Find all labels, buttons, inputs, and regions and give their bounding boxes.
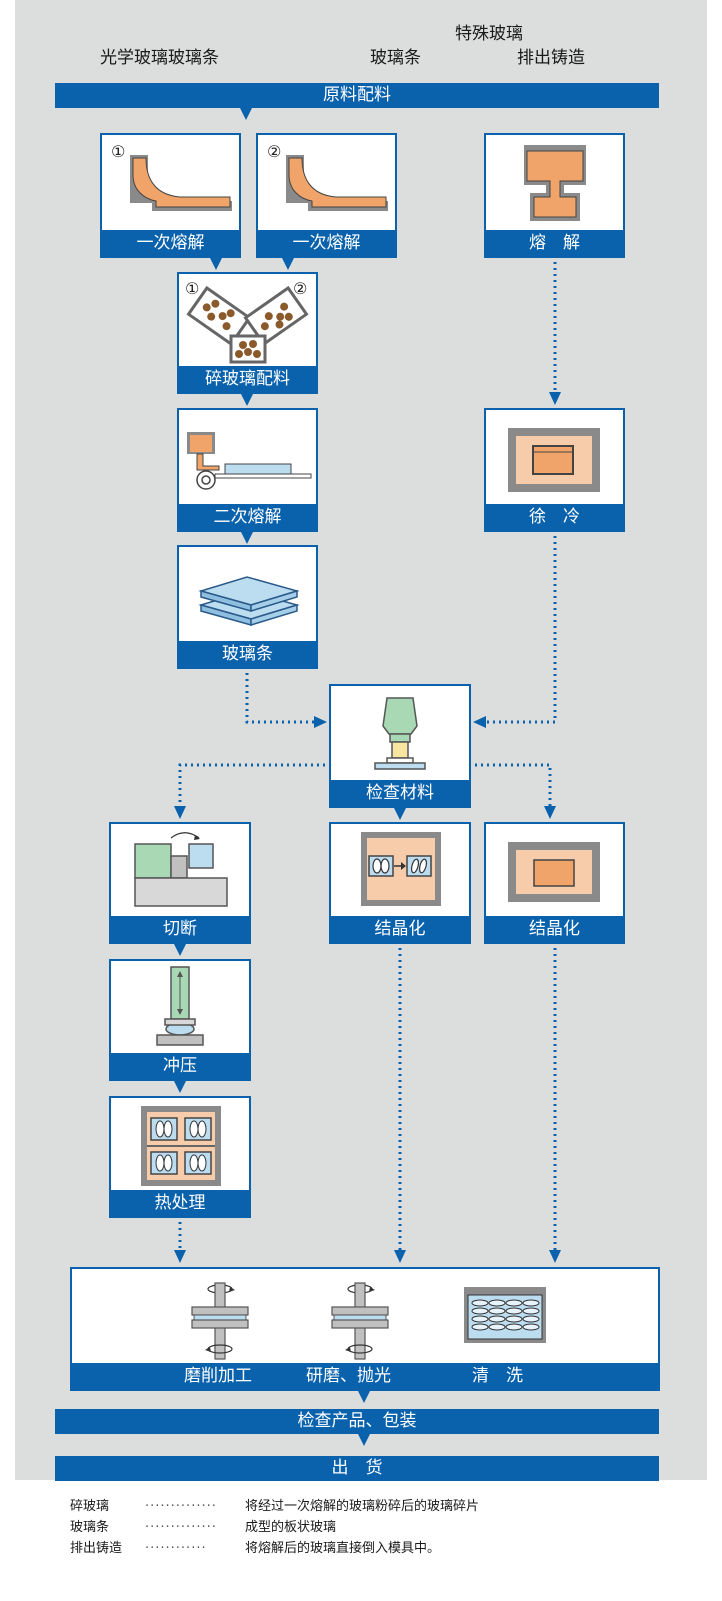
header-direct-casting: 排出铸造: [517, 48, 585, 68]
dotted-flow-line: [475, 763, 552, 806]
press-machine-icon: [156, 966, 204, 1046]
heat-treatment-furnace-icon: [141, 1106, 221, 1186]
step-cutting: 切断: [109, 822, 251, 944]
crystallization-furnace-icon: [361, 832, 441, 906]
flow-arrow-triangle: [210, 258, 222, 270]
flow-arrow-triangle: [358, 1434, 370, 1446]
svg-text:①: ①: [185, 279, 199, 298]
cullet-hoppers-icon: ① ②: [185, 279, 309, 364]
step-label: 结晶化: [486, 916, 623, 942]
step-label: 徐 冷: [486, 504, 623, 530]
step-annealing: 徐 冷: [484, 408, 625, 532]
flow-arrow-triangle: [394, 808, 406, 820]
annealing-furnace-icon: [508, 428, 600, 492]
glossary-definition: 成型的板状玻璃: [245, 1520, 337, 1535]
step-label: 一次熔解: [102, 230, 239, 256]
glossary-leader: ··············: [145, 1520, 217, 1535]
melting-crucible-icon: [524, 145, 586, 221]
glossary-item: 玻璃条 ·············· 成型的板状玻璃: [70, 1517, 479, 1538]
cleaning-tank-icon: [464, 1287, 546, 1343]
header-glass-bar: 玻璃条: [370, 48, 421, 68]
step-label-polishing: 研磨、抛光: [306, 1366, 391, 1386]
glossary-item: 排出铸造 ············ 将熔解后的玻璃直接倒入模具中。: [70, 1538, 479, 1559]
step-glass-bar: 玻璃条: [177, 545, 318, 669]
secondary-melt-casting-icon: [187, 432, 312, 490]
dotted-flow-arrowhead: [549, 1250, 561, 1263]
flow-arrow-triangle: [282, 258, 294, 270]
glossary-leader: ··············: [145, 1499, 217, 1514]
step-label: 冲压: [111, 1053, 249, 1079]
dotted-flow-arrowhead: [549, 392, 561, 405]
header-special-glass: 特殊玻璃: [455, 24, 523, 44]
glass-bar-plates-icon: [198, 576, 300, 627]
step-inspect-material: 检查材料: [329, 684, 471, 808]
flow-arrow-triangle: [241, 532, 253, 544]
step-pressing: 冲压: [109, 959, 251, 1081]
crystallization-furnace-icon: [508, 842, 600, 902]
step-label: 二次熔解: [179, 504, 316, 530]
svg-text:①: ①: [111, 142, 125, 161]
dotted-flow-arrowhead: [174, 1250, 186, 1263]
svg-text:②: ②: [293, 279, 307, 298]
step-label: 切断: [111, 916, 249, 942]
flow-arrow-triangle: [241, 394, 253, 406]
flow-arrow-triangle: [174, 944, 186, 956]
step-label-grinding: 磨削加工: [184, 1366, 252, 1386]
step-label: 结晶化: [331, 916, 469, 942]
glossary-term: 排出铸造: [70, 1541, 123, 1556]
step-label: 熔 解: [486, 230, 623, 256]
dotted-flow-line: [178, 763, 325, 806]
glossary-notes: 碎玻璃 ·············· 将经过一次熔解的玻璃粉碎后的玻璃碎片 玻璃…: [70, 1496, 479, 1559]
header-optical-glass-bar: 光学玻璃玻璃条: [100, 48, 219, 68]
polishing-icon: [331, 1282, 389, 1360]
glossary-term: 碎玻璃: [70, 1499, 110, 1514]
step-label-cleaning: 清 洗: [472, 1366, 523, 1386]
dotted-flow-arrowhead: [473, 716, 486, 728]
step-crystallize-mid: 结晶化: [329, 822, 471, 944]
flow-arrow-triangle: [240, 108, 252, 120]
step-melt: 熔 解: [484, 133, 625, 258]
step-label: 碎玻璃配料: [179, 366, 316, 392]
glossary-item: 碎玻璃 ·············· 将经过一次熔解的玻璃粉碎后的玻璃碎片: [70, 1496, 479, 1517]
step-secondary-melt: 二次熔解: [177, 408, 318, 532]
banner-inspect-package: 检查产品、包装: [55, 1409, 659, 1434]
primary-melt-furnace-icon: ②: [267, 142, 388, 211]
svg-text:②: ②: [267, 142, 281, 161]
banner-shipment: 出 货: [55, 1456, 659, 1481]
dotted-flow-arrowhead: [544, 806, 556, 819]
grinding-icon: [191, 1282, 249, 1360]
dotted-flow-arrowhead: [394, 1250, 406, 1263]
inspection-machine-icon: [374, 697, 426, 770]
glossary-definition: 将经过一次熔解的玻璃粉碎后的玻璃碎片: [245, 1499, 480, 1514]
glossary-term: 玻璃条: [70, 1520, 110, 1535]
finishing-equipment-icons: [191, 1282, 546, 1360]
flow-arrow-triangle: [174, 1081, 186, 1093]
dotted-flow-line: [486, 536, 557, 724]
finishing-labels-bar: 磨削加工 研磨、抛光 清 洗: [72, 1363, 658, 1389]
step-primary-melt-2: ② 一次熔解: [256, 133, 397, 258]
flow-arrow-triangle: [358, 1391, 370, 1403]
primary-melt-furnace-icon: ①: [111, 142, 232, 211]
step-label: 玻璃条: [179, 641, 316, 667]
step-label: 一次熔解: [258, 230, 395, 256]
step-label: 热处理: [111, 1190, 249, 1216]
cutting-machine-icon: [134, 832, 228, 907]
dotted-flow-line: [245, 673, 314, 724]
step-cullet-batching: ① ② 碎玻璃配料: [177, 272, 318, 394]
step-crystallize-right: 结晶化: [484, 822, 625, 944]
banner-raw-material: 原料配料: [55, 83, 659, 108]
dotted-flow-arrowhead: [174, 806, 186, 819]
step-label: 检查材料: [331, 780, 469, 806]
step-primary-melt-1: ① 一次熔解: [100, 133, 241, 258]
step-heat-treatment: 热处理: [109, 1096, 251, 1218]
glossary-leader: ············: [145, 1541, 207, 1556]
dotted-flow-arrowhead: [314, 716, 327, 728]
glossary-definition: 将熔解后的玻璃直接倒入模具中。: [245, 1541, 441, 1556]
